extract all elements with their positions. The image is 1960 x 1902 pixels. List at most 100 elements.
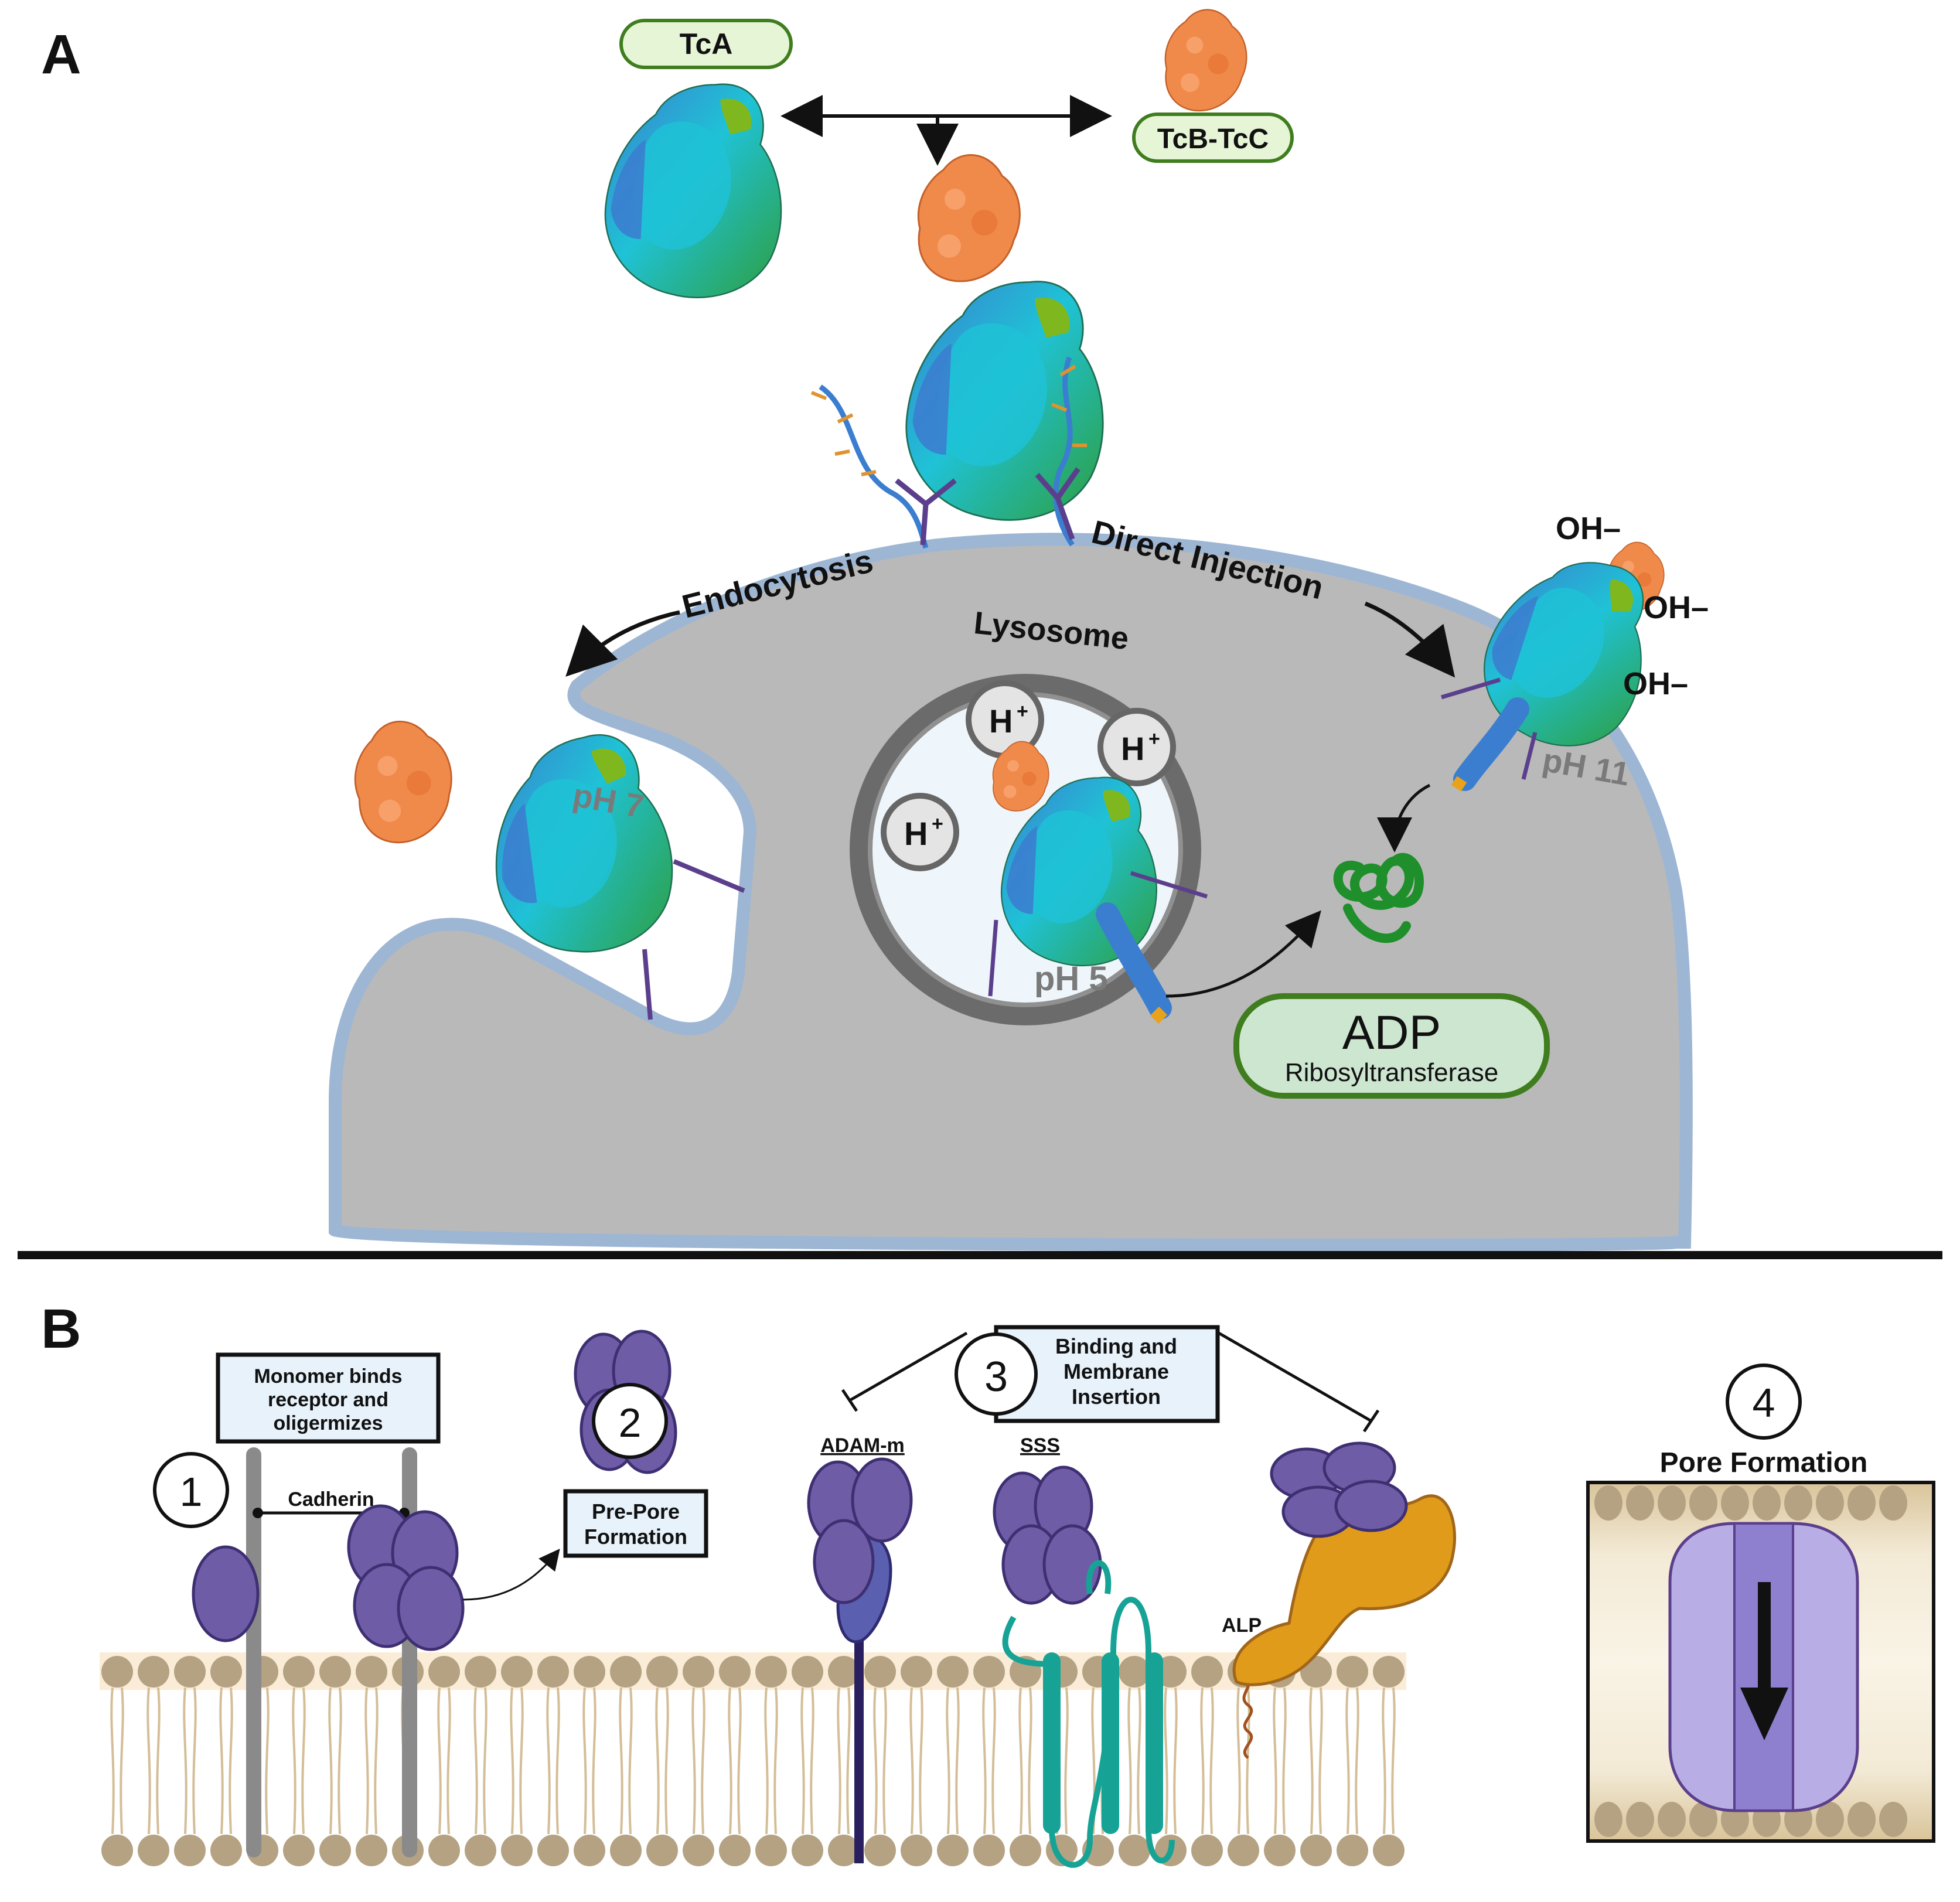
- lipid-head: [1337, 1835, 1368, 1866]
- lipid-head: [755, 1835, 787, 1866]
- proton-symbol: H: [904, 815, 928, 852]
- lipid-head: [719, 1656, 751, 1688]
- lipid-head: [356, 1656, 387, 1688]
- toxin-lysosomal: [988, 741, 1208, 1024]
- adp-ribosyltransferase-chain: [1333, 853, 1424, 943]
- hydroxide-2: OH–: [1644, 590, 1709, 625]
- adp-subtitle: Ribosyltransferase: [1285, 1058, 1498, 1087]
- lipid-tail: [1309, 1687, 1323, 1835]
- lipid-tail: [1200, 1687, 1214, 1835]
- adam-label: ADAM-m: [820, 1434, 905, 1457]
- alp-receptor: [1232, 1494, 1456, 1759]
- lipid-tail: [1236, 1687, 1250, 1835]
- proton-1: H +: [966, 680, 1044, 759]
- lipid-head: [1264, 1835, 1296, 1866]
- adam-bound-toxin: [807, 1457, 913, 1604]
- step2-box: Pre-Pore Formation: [563, 1489, 708, 1558]
- lipid-tail: [219, 1687, 233, 1835]
- hydroxide-3: OH–: [1623, 666, 1688, 701]
- lipid-head: [138, 1656, 169, 1688]
- lipid-tail: [582, 1687, 596, 1835]
- lipid-tail: [691, 1687, 705, 1835]
- pore-lipid-head: [1689, 1802, 1717, 1837]
- proton-3: H +: [881, 793, 959, 871]
- lipid-head: [174, 1656, 206, 1688]
- lipid-head: [864, 1656, 896, 1688]
- toxin-monomer: [192, 1545, 260, 1642]
- toxin-endocytosed: [345, 713, 745, 1020]
- lipid-tail: [655, 1687, 669, 1835]
- lipid-head: [1119, 1835, 1150, 1866]
- hydroxide-1: OH–: [1556, 511, 1621, 546]
- step1-number-text: 1: [180, 1469, 203, 1515]
- pore-lipid-head: [1594, 1485, 1622, 1521]
- lipid-tail: [1127, 1687, 1141, 1835]
- step1-line3: oligermizes: [273, 1412, 383, 1434]
- lipid-head: [683, 1835, 714, 1866]
- lipid-tail: [619, 1687, 633, 1835]
- step1-box: Monomer binds receptor and oligermizes: [216, 1352, 441, 1444]
- direct-injection-arrow: [1364, 601, 1455, 678]
- lipid-head: [537, 1656, 569, 1688]
- lipid-tail: [110, 1687, 124, 1835]
- lipid-tail: [1345, 1687, 1359, 1835]
- step3-line2: Membrane: [1063, 1359, 1169, 1383]
- lipid-tail: [764, 1687, 778, 1835]
- lipid-head: [864, 1835, 896, 1866]
- lipid-tail: [1273, 1687, 1287, 1835]
- pore-lipid-head: [1879, 1802, 1907, 1837]
- lipid-head: [501, 1656, 533, 1688]
- lipid-head: [1373, 1835, 1405, 1866]
- step1-line2: receptor and: [268, 1389, 388, 1411]
- lipid-head: [319, 1835, 351, 1866]
- lipid-tail: [837, 1687, 851, 1835]
- lipid-tail: [1164, 1687, 1178, 1835]
- lipid-tail: [982, 1687, 996, 1835]
- proton-2: H +: [1097, 708, 1176, 786]
- alp-label: ALP: [1222, 1614, 1262, 1637]
- lipid-head: [1010, 1835, 1041, 1866]
- lipid-head: [428, 1656, 460, 1688]
- glycan-receptors: [810, 356, 1087, 549]
- pore-lipid-head: [1847, 1485, 1876, 1521]
- lipid-tail: [328, 1687, 342, 1835]
- lipid-head: [574, 1835, 605, 1866]
- pore-lipid-head: [1816, 1485, 1844, 1521]
- pore-lipid-head: [1626, 1802, 1654, 1837]
- adp-label: ADP Ribosyltransferase: [1233, 993, 1550, 1099]
- panel-a-letter: A: [41, 23, 81, 86]
- tca-label: TcA: [619, 19, 793, 69]
- lipid-head: [1373, 1656, 1405, 1688]
- lipid-head: [937, 1656, 969, 1688]
- step3-line3: Insertion: [1072, 1385, 1161, 1409]
- pore-lipid-head: [1689, 1485, 1717, 1521]
- lipid-tail: [292, 1687, 306, 1835]
- cadherin-label: Cadherin: [288, 1488, 374, 1511]
- lipid-head: [610, 1835, 642, 1866]
- step3-bracket-left: [848, 1331, 968, 1402]
- lipid-head: [428, 1835, 460, 1866]
- lipid-head: [138, 1835, 169, 1866]
- lipid-tail: [146, 1687, 161, 1835]
- lipid-bilayer: [100, 1652, 1406, 1866]
- step4-title: Pore Formation: [1660, 1447, 1868, 1478]
- lipid-head: [683, 1656, 714, 1688]
- tcbc-label-text: TcB-TcC: [1157, 124, 1269, 155]
- panel-b-letter: B: [41, 1298, 81, 1360]
- tca-label-text: TcA: [680, 28, 733, 60]
- lipid-head: [465, 1835, 496, 1866]
- pore-lipid-head: [1753, 1485, 1781, 1521]
- proton-symbol: H: [1121, 730, 1144, 767]
- lipid-head: [1337, 1656, 1368, 1688]
- proton-symbol: H: [989, 703, 1013, 739]
- pore-lipid-head: [1784, 1485, 1812, 1521]
- lipid-head: [828, 1835, 860, 1866]
- step2-line1: Pre-Pore: [592, 1499, 680, 1523]
- step1-to-step2-arrow: [462, 1548, 560, 1601]
- lipid-head: [174, 1835, 206, 1866]
- lipid-head: [210, 1656, 242, 1688]
- lipid-head: [1228, 1835, 1259, 1866]
- lipid-tail: [546, 1687, 560, 1835]
- lipid-head: [1191, 1656, 1223, 1688]
